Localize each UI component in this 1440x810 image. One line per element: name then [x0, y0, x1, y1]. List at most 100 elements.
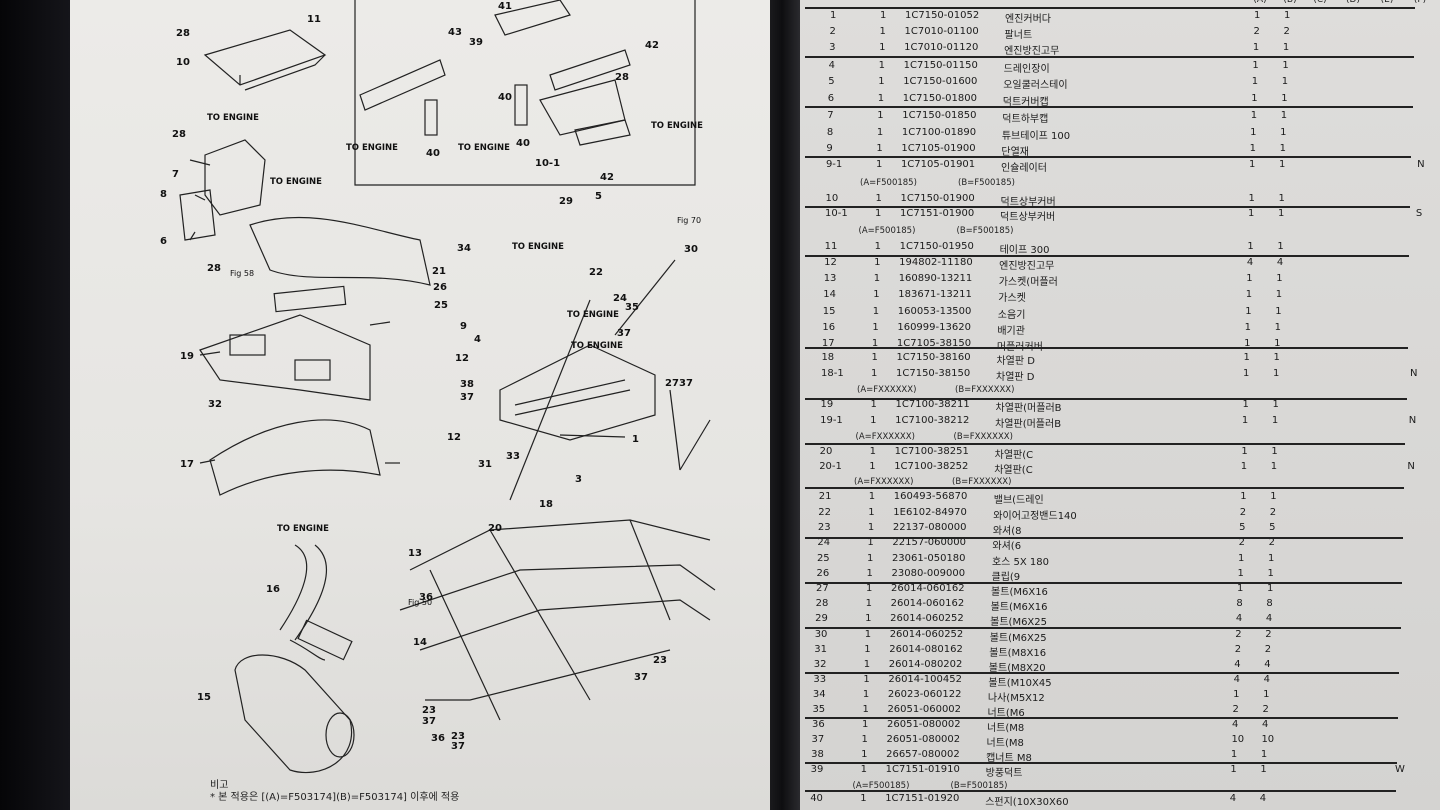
header-cell: (E)	[1380, 0, 1394, 5]
row-quantity: 1	[860, 764, 868, 775]
row-quantity: 1	[860, 793, 867, 804]
row-part-name: 차열판(머플러B	[995, 403, 1062, 414]
row-quantity: 1	[873, 273, 881, 284]
row-number: 9	[826, 143, 833, 154]
effectivity-b: (B=FXXXXXX)	[952, 477, 1012, 487]
row-number: 29	[815, 613, 828, 624]
callout-label: 7	[172, 169, 179, 180]
row-part-name: 차열판 D	[996, 356, 1035, 367]
row-part-number: 1C7010-01120	[904, 42, 979, 53]
callout-label: TO ENGINE	[571, 341, 623, 351]
row-part-name: 볼트(M6X25	[990, 617, 1048, 628]
callout-label: 26	[433, 282, 447, 293]
effectivity-a: (A=F500185)	[852, 781, 910, 791]
row-quantity: 1	[862, 719, 869, 730]
row-number: 10-1	[825, 208, 848, 219]
row-part-name: 차열판(머플러B	[995, 419, 1062, 430]
row-qty-b: 1	[1284, 10, 1291, 21]
row-number: 20-1	[819, 461, 842, 472]
row-number: 12	[824, 257, 837, 268]
row-number: 28	[815, 598, 829, 609]
row-qty-b: 1	[1277, 208, 1285, 219]
row-qty-b: 1	[1279, 159, 1286, 170]
row-qty-b: 1	[1270, 461, 1278, 472]
row-divider	[805, 672, 1400, 674]
row-qty-b: 1	[1263, 689, 1270, 700]
callout-label: 40	[498, 92, 512, 103]
callout-label: 15	[197, 692, 211, 703]
row-flag: N	[1407, 461, 1415, 472]
diagram-linework	[179, 0, 716, 774]
header-cell: (F)	[1413, 0, 1427, 5]
row-qty-b: 4	[1265, 613, 1273, 624]
row-part-number: 26014-060252	[890, 613, 964, 624]
callout-label: 18	[539, 499, 553, 510]
effectivity-b: (B=F500185)	[958, 178, 1015, 188]
row-part-name: 가스켓(머플러	[998, 277, 1058, 288]
row-qty-b: 1	[1281, 93, 1288, 104]
row-part-name: 클립(9	[991, 572, 1021, 583]
row-part-number: 1C7150-01600	[903, 76, 978, 87]
row-part-name: 너트(M6	[987, 708, 1025, 719]
notes: 비고 * 본 적용은 [(A)=F503174](B)=F503174] 이후에…	[210, 780, 459, 804]
effectivity-b: (B=FXXXXXX)	[953, 432, 1013, 442]
row-qty-a: 1	[1241, 415, 1249, 426]
row-qty-b: 1	[1274, 322, 1282, 333]
callout-label: 41	[498, 1, 512, 12]
callout-label: 37	[679, 378, 693, 389]
row-qty-a: 1	[1230, 749, 1238, 760]
row-number: 33	[813, 674, 827, 685]
row-qty-b: 1	[1282, 60, 1289, 71]
row-part-number: 26014-100452	[888, 674, 962, 685]
row-qty-a: 1	[1241, 446, 1248, 457]
row-number: 27	[816, 583, 829, 594]
row-quantity: 1	[866, 553, 874, 564]
row-divider	[805, 790, 1396, 792]
row-number: 17	[821, 338, 835, 349]
row-qty-a: 1	[1249, 143, 1256, 154]
row-part-number: 26023-060122	[887, 689, 962, 700]
row-qty-b: 1	[1268, 553, 1275, 564]
row-number: 34	[812, 689, 826, 700]
callout-label: 30	[684, 244, 698, 255]
row-part-name: 너트(M8	[987, 723, 1025, 734]
row-quantity: 1	[870, 415, 877, 426]
row-number: 1	[830, 10, 837, 21]
row-part-number: 183671-13211	[898, 289, 972, 300]
effectivity-note: (A=F500185)(B=F500185)	[853, 781, 1153, 793]
effectivity-b: (B=FXXXXXX)	[955, 385, 1015, 395]
callout-label: 21	[432, 266, 446, 277]
row-part-name: 엔진방진고무	[1004, 46, 1060, 57]
row-qty-b: 2	[1269, 507, 1277, 518]
row-quantity: 1	[880, 10, 887, 21]
row-part-name: 엔진커버다	[1005, 14, 1051, 25]
row-part-name: 테이프 300	[999, 245, 1050, 256]
row-number: 19-1	[820, 415, 843, 426]
callout-label: 23	[653, 655, 667, 666]
row-quantity: 1	[862, 689, 870, 700]
row-qty-a: 1	[1237, 568, 1244, 579]
row-qty-b: 1	[1277, 241, 1284, 252]
row-number: 9-1	[825, 159, 843, 170]
row-number: 20	[819, 446, 833, 457]
row-part-number: 26014-060252	[889, 629, 964, 640]
callout-label: 35	[625, 302, 639, 313]
row-qty-a: 5	[1239, 522, 1246, 533]
row-part-name: 밸브(드레인	[993, 495, 1044, 506]
effectivity-b: (B=F500185)	[956, 226, 1014, 236]
row-qty-b: 1	[1271, 446, 1278, 457]
row-number: 39	[810, 764, 824, 775]
row-part-number: 26051-080002	[887, 719, 961, 730]
callout-label: Fig 50	[408, 598, 432, 607]
